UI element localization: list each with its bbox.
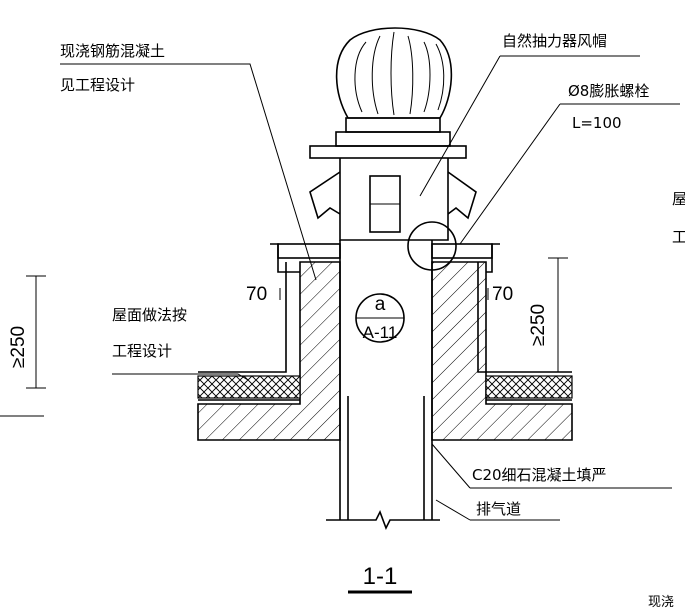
- edge-text-bottom-right: 现浇: [648, 595, 674, 609]
- exhaust-duct-label: 排气道: [476, 500, 521, 518]
- detail-callout: a A-11: [355, 221, 457, 343]
- left-concrete-upstand: [197, 243, 341, 441]
- fill-note-label: C20细石混凝土填严: [472, 466, 607, 484]
- exhaust-duct: [326, 240, 440, 530]
- cast-concrete-label: 现浇钢筋混凝土: [60, 42, 165, 60]
- right-height-dimension: ≥250: [528, 304, 549, 346]
- section-title: 1-1: [363, 563, 398, 590]
- bolt-label: Ø8膨胀螺栓: [568, 82, 649, 100]
- roof-method-note: 工程设计: [112, 342, 172, 360]
- roof-method-label: 屋面做法按: [112, 306, 187, 324]
- bolt-length-label: L=100: [572, 114, 622, 132]
- edge-text-right-top: 屋: [672, 190, 685, 208]
- dimension-marks: [0, 257, 568, 417]
- ventilator-cap-label: 自然抽力器风帽: [502, 32, 607, 50]
- cast-concrete-note: 见工程设计: [60, 76, 135, 94]
- left-height-dimension: ≥250: [8, 326, 29, 368]
- detail-number: a: [375, 294, 386, 315]
- edge-text-right-mid: 工: [672, 228, 685, 246]
- left-offset-dimension: 70: [246, 284, 267, 305]
- turbine-ventilator: [309, 27, 477, 241]
- roof-layers: [197, 262, 573, 401]
- detail-sheet: A-11: [363, 323, 398, 342]
- leader-lines: [60, 55, 680, 521]
- right-offset-dimension: 70: [492, 284, 513, 305]
- right-concrete-upstand: [431, 243, 573, 441]
